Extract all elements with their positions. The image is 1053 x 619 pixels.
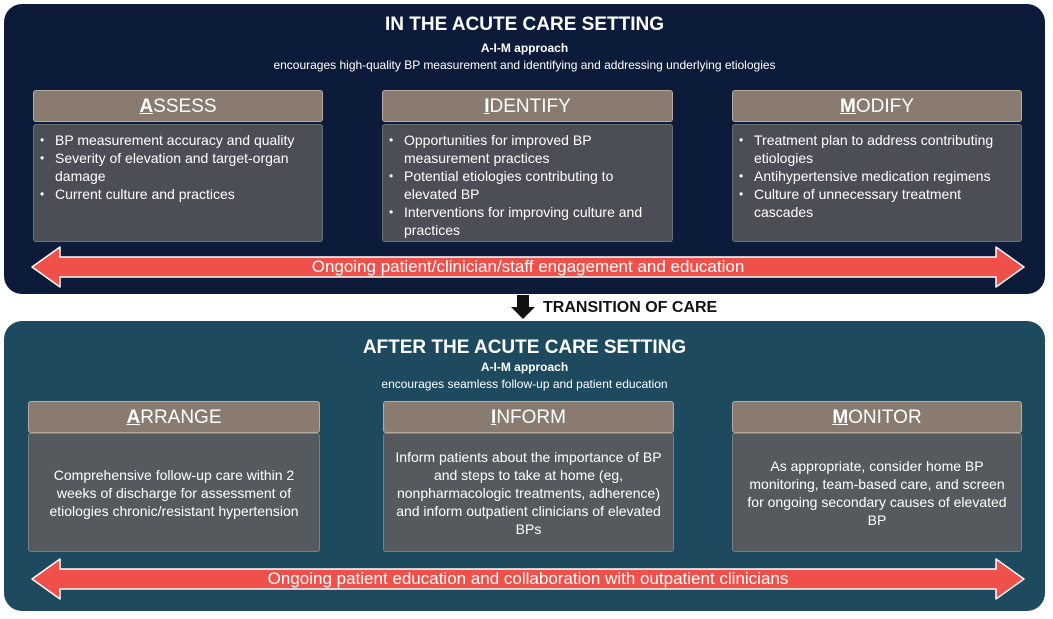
modify-item: Treatment plan to address contributing e… (739, 131, 1013, 167)
arrange-text: Comprehensive follow-up care within 2 we… (49, 466, 299, 519)
arrange-initial: A (126, 407, 141, 428)
modify-header: MODIFY (732, 90, 1022, 122)
identify-item: Potential etiologies contributing to ele… (389, 167, 664, 203)
assess-header: ASSESS (33, 90, 323, 122)
down-arrow-icon (511, 295, 535, 319)
arrange-label: RRANGE (140, 407, 222, 428)
assess-list: BP measurement accuracy and quality Seve… (34, 125, 322, 203)
assess-box: BP measurement accuracy and quality Seve… (33, 124, 323, 242)
assess-item: Severity of elevation and target-organ d… (40, 149, 314, 185)
acute-title: IN THE ACUTE CARE SETTING (384, 14, 665, 35)
identify-label: DENTIFY (489, 96, 571, 117)
arrange-header: ARRANGE (28, 401, 320, 433)
identify-header: IDENTIFY (382, 90, 673, 122)
acute-description: encourages high-quality BP measurement a… (273, 58, 776, 72)
after-description: encourages seamless follow-up and patien… (381, 377, 668, 391)
inform-initial: I (491, 407, 497, 428)
identify-box: Opportunities for improved BP measuremen… (382, 124, 673, 242)
after-approach: A-I-M approach (480, 360, 569, 374)
assess-initial: A (139, 96, 154, 117)
acute-approach: A-I-M approach (480, 41, 569, 55)
after-care-panel: AFTER THE ACUTE CARE SETTING A-I-M appro… (4, 321, 1045, 611)
monitor-box: As appropriate, consider home BP monitor… (732, 433, 1022, 552)
monitor-label: ONITOR (848, 407, 922, 428)
after-title: AFTER THE ACUTE CARE SETTING (362, 337, 687, 358)
arrange-box: Comprehensive follow-up care within 2 we… (28, 433, 320, 552)
acute-care-panel: IN THE ACUTE CARE SETTING A-I-M approach… (4, 4, 1045, 294)
inform-header: INFORM (383, 401, 674, 433)
monitor-initial: M (832, 407, 849, 428)
modify-initial: M (840, 96, 856, 117)
transition-label: TRANSITION OF CARE (543, 299, 718, 316)
inform-label: NFORM (496, 407, 566, 428)
after-arrow-text: Ongoing patient education and collaborat… (267, 569, 789, 588)
assess-label: SSESS (153, 96, 217, 117)
identify-item: Opportunities for improved BP measuremen… (389, 131, 664, 167)
modify-box: Treatment plan to address contributing e… (732, 124, 1022, 242)
modify-list: Treatment plan to address contributing e… (733, 125, 1021, 221)
assess-item: BP measurement accuracy and quality (40, 131, 314, 149)
identify-initial: I (484, 96, 490, 117)
assess-item: Current culture and practices (40, 185, 314, 203)
identify-item: Interventions for improving culture and … (389, 203, 664, 239)
after-collaboration-arrow: Ongoing patient education and collaborat… (31, 558, 1025, 600)
monitor-text: As appropriate, consider home BP monitor… (747, 457, 1007, 528)
inform-text: Inform patients about the importance of … (395, 448, 662, 537)
monitor-header: MONITOR (732, 401, 1022, 433)
double-arrow-shape (31, 558, 1025, 600)
inform-box: Inform patients about the importance of … (383, 433, 674, 552)
double-arrow-shape (31, 246, 1025, 288)
acute-engagement-arrow: Ongoing patient/clinician/staff engageme… (31, 246, 1025, 288)
identify-list: Opportunities for improved BP measuremen… (383, 125, 672, 239)
modify-item: Antihypertensive medication regimens (739, 167, 1013, 185)
acute-arrow-text: Ongoing patient/clinician/staff engageme… (311, 257, 745, 276)
modify-label: ODIFY (855, 96, 914, 117)
modify-item: Culture of unnecessary treatment cascade… (739, 185, 1013, 221)
